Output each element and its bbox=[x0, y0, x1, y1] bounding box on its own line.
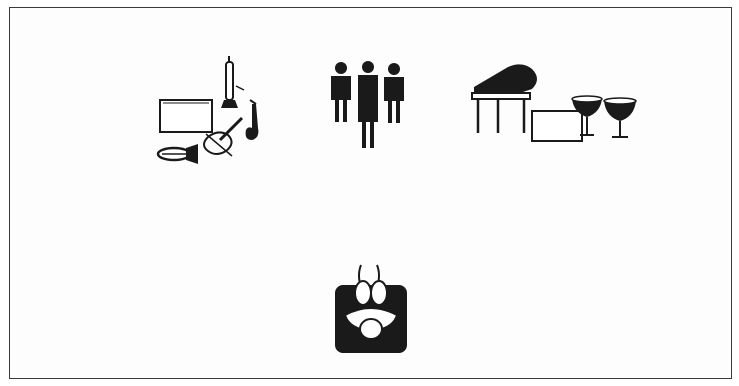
diagram-frame bbox=[9, 7, 732, 379]
music-stand-icon bbox=[160, 100, 212, 132]
timpani-icon bbox=[604, 98, 636, 137]
tuba-icon bbox=[158, 144, 198, 164]
instrument-group-right bbox=[468, 63, 638, 143]
music-stand-icon bbox=[532, 111, 582, 141]
person-icon bbox=[384, 63, 404, 123]
saxophone-icon bbox=[246, 100, 259, 140]
person-icon bbox=[331, 62, 351, 122]
trumpet-icon bbox=[221, 56, 244, 108]
grand-piano-icon bbox=[472, 64, 537, 133]
choir-group bbox=[327, 60, 409, 152]
listener-group bbox=[333, 263, 409, 355]
seated-person-top-view-icon bbox=[335, 265, 407, 353]
instrument-group-left bbox=[146, 56, 276, 166]
